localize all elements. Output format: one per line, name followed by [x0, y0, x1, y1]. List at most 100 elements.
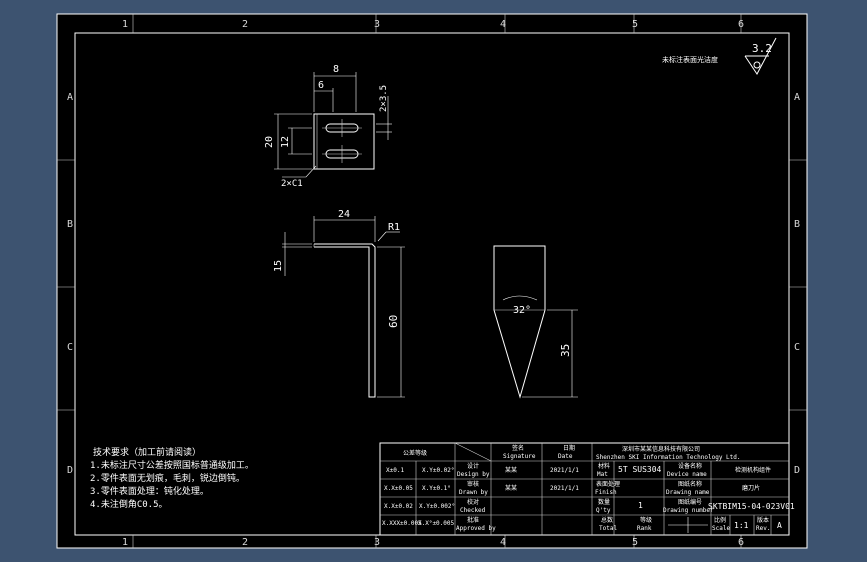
role-approved-en: Approved by [456, 525, 496, 532]
grid-labels: 1 2 3 4 5 6 1 2 3 4 5 6 A B C D A B C D [67, 19, 800, 548]
tol-range: X.X±0.05 [384, 485, 413, 492]
dim-slot-width: 2×3.5 [379, 85, 389, 112]
date-label-en: Date [558, 453, 573, 460]
dim-r1: R1 [388, 222, 400, 233]
tip-view[interactable]: 32° 35 [493, 245, 578, 399]
grid-col-top-1: 1 [122, 19, 128, 30]
rank-label-en: Rank [637, 525, 652, 532]
dim-15: 15 [273, 260, 284, 272]
grid-row-left-b: B [67, 219, 73, 230]
grid-row-right-c: C [794, 342, 800, 353]
dim-6: 6 [318, 80, 324, 91]
surface-finish-symbol: 3.2 [744, 37, 777, 75]
scale-label-en: Scale [712, 525, 730, 532]
projection-symbol-icon [668, 517, 708, 533]
tol-value: X.X°±0.005 [418, 520, 455, 527]
device-name-label: 设备名称 [678, 462, 702, 470]
role-checked-en: Checked [460, 507, 486, 514]
grid-row-right-b: B [794, 219, 800, 230]
dim-chamfer: 2×C1 [281, 179, 303, 189]
company-name: 深圳市某某信息科技有限公司 [622, 445, 700, 453]
signature-label: 签名 [512, 444, 524, 452]
rev-label-en: Rev. [756, 525, 770, 532]
dim-12: 12 [280, 136, 291, 148]
grid-col-bot-5: 5 [632, 537, 638, 548]
slot-lower [322, 145, 362, 163]
side-view[interactable]: 24 R1 15 60 [273, 209, 405, 398]
drawing-name-value: 磨刀片 [742, 484, 760, 492]
finish-label-en: Finish [595, 489, 617, 496]
blade-outline [493, 245, 546, 399]
grid-col-top-3: 3 [374, 19, 380, 30]
finish-label: 表面处理 [596, 480, 620, 488]
device-name-value: 检测机构组件 [735, 466, 771, 474]
tech-note-line: 1.未标注尺寸公差按照国标普通级加工。 [90, 459, 254, 471]
grid-ticks [57, 14, 807, 548]
grid-col-top-5: 5 [632, 19, 638, 30]
total-label-en: Total [599, 525, 617, 532]
tech-note-line: 4.未注倒角C0.5。 [90, 498, 168, 510]
tol-value: X.Y±0.1° [422, 485, 451, 492]
sign-date-drawn: 2021/1/1 [550, 485, 579, 492]
tolerance-header: 公差等级 [403, 449, 427, 457]
grid-row-right-a: A [794, 92, 800, 103]
grid-col-bot-3: 3 [374, 537, 380, 548]
dim-35: 35 [559, 344, 572, 357]
grid-col-bot-1: 1 [122, 537, 128, 548]
rank-label: 等级 [640, 516, 652, 524]
date-label: 日期 [563, 444, 575, 452]
grid-col-top-6: 6 [738, 19, 744, 30]
drawing-number-label-en: Drawing number [663, 507, 714, 514]
dim-24: 24 [338, 209, 350, 220]
sign-date-design: 2021/1/1 [550, 467, 579, 474]
tech-note-line: 2.零件表面无划痕，毛刺，锐边倒钝。 [90, 472, 245, 484]
signer-drawn: 某某 [505, 485, 517, 492]
tol-range: X.X±0.02 [384, 503, 413, 510]
grid-col-bot-6: 6 [738, 537, 744, 548]
title-block[interactable]: 公差等级 签名 Signature 日期 Date 深圳市某某信息科技有限公司 … [379, 442, 795, 536]
role-design-en: Design by [457, 471, 490, 478]
drawing-number-label: 图纸编号 [678, 498, 702, 506]
role-checked-cn: 校对 [467, 498, 479, 506]
rev-value: A [777, 521, 782, 530]
device-name-label-en: Device name [667, 471, 707, 478]
drawing-name-label-en: Drawing name [666, 489, 710, 496]
tol-value: X.Y±0.02° [422, 467, 455, 474]
surface-note: 未标注表面光洁度 [662, 55, 718, 64]
signer-design: 某某 [505, 467, 517, 474]
top-view[interactable]: 8 6 2×3.5 20 12 2×C1 [264, 64, 392, 189]
scale-label: 比例 [714, 516, 726, 524]
grid-row-left-d: D [67, 465, 73, 476]
dim-60: 60 [387, 315, 400, 328]
material-label: 材料 [598, 462, 610, 470]
qty-label-en: Q'ty [596, 507, 611, 514]
role-drawn-en: Drawn by [459, 489, 488, 496]
drawing-name-label: 图纸名称 [678, 480, 702, 488]
role-approved-cn: 批准 [467, 516, 479, 524]
grid-col-top-4: 4 [500, 19, 506, 30]
rev-label: 版本 [757, 516, 769, 524]
dim-8: 8 [333, 64, 339, 75]
company-name-en: Shenzhen SKI Information Technology Ltd. [596, 454, 741, 461]
total-label: 总数 [601, 516, 613, 524]
surface-finish-value: 3.2 [752, 42, 772, 55]
dim-angle: 32° [513, 305, 531, 316]
tech-notes-title: 技术要求（加工前请阅读） [93, 446, 201, 458]
grid-col-top-2: 2 [242, 19, 248, 30]
drawing-number-value: SKTBIM15-04-023V01 [708, 502, 795, 511]
tol-range: X±0.1 [386, 467, 404, 474]
drawing-sheet [56, 13, 808, 549]
material-label-en: Mat [597, 471, 608, 478]
dim-20: 20 [264, 136, 275, 148]
grid-col-bot-2: 2 [242, 537, 248, 548]
tol-range: X.XXX±0.005 [382, 520, 422, 527]
material-value: 5T SUS304 [618, 465, 662, 474]
grid-row-right-d: D [794, 465, 800, 476]
slot-upper [322, 119, 362, 137]
role-drawn-cn: 审核 [467, 480, 479, 488]
tech-note-line: 3.零件表面处理：钝化处理。 [90, 485, 209, 497]
bracket-profile [314, 243, 376, 398]
tol-value: X.Y±0.002° [419, 503, 455, 510]
grid-col-bot-4: 4 [500, 537, 506, 548]
